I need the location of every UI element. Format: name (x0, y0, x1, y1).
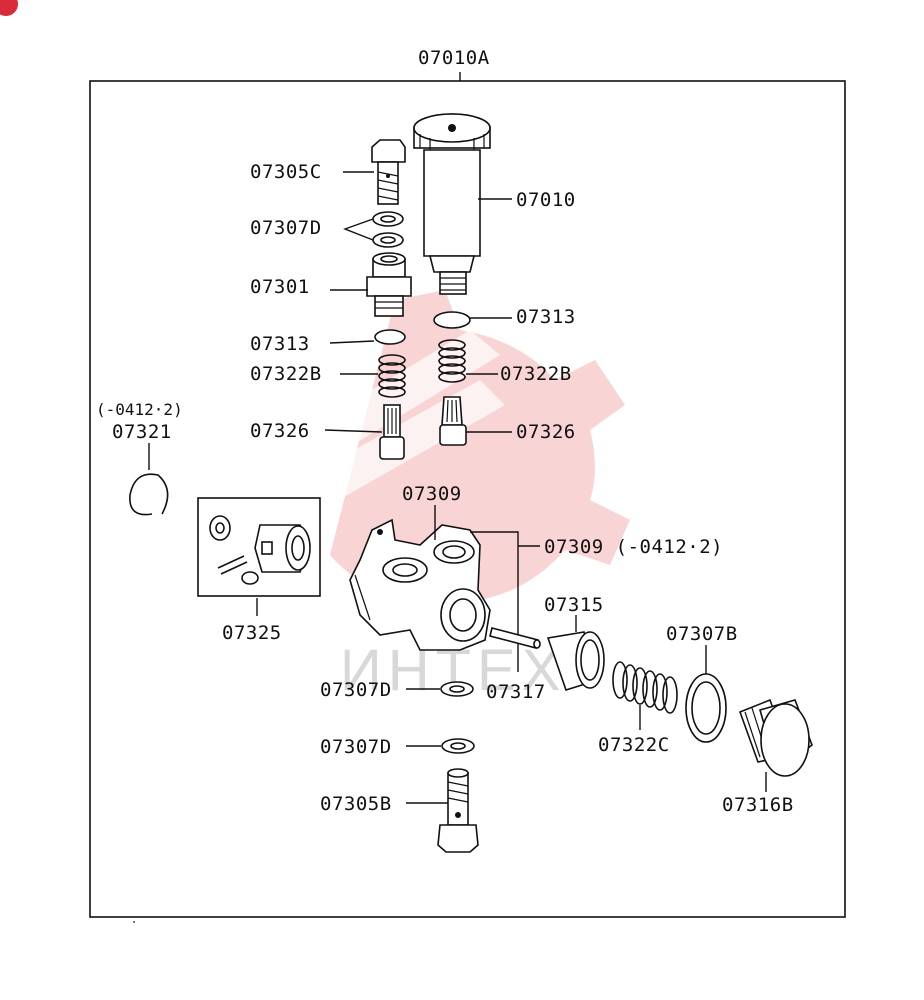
label-07309: 07309 (402, 483, 462, 505)
label-07315: 07315 (544, 594, 604, 616)
washer-lower-1-icon (440, 681, 474, 697)
o-ring-right-icon (433, 311, 471, 329)
label-07325: 07325 (222, 622, 282, 644)
label-07316B: 07316B (722, 794, 794, 816)
corner-badge-icon (0, 0, 18, 16)
label-07010: 07010 (516, 189, 576, 211)
label-07307B: 07307B (666, 623, 738, 645)
label-07317: 07317 (486, 681, 546, 703)
note-07321: (-0412·2) (96, 400, 183, 419)
label-07307D-lower2: 07307D (320, 736, 392, 758)
banjo-bolt-top-icon (371, 139, 406, 205)
snap-ring-icon (129, 473, 169, 516)
plug-icon (738, 698, 813, 777)
label-07301: 07301 (250, 276, 310, 298)
label-07313-left: 07313 (250, 333, 310, 355)
label-07313-right: 07313 (516, 306, 576, 328)
repair-kit-box (197, 497, 321, 597)
bushing-icon (546, 631, 605, 691)
assembly-frame (89, 80, 846, 918)
washer-lower-2-icon (441, 738, 475, 754)
priming-pump-icon (413, 113, 491, 295)
gasket-ring-icon (685, 673, 727, 743)
banjo-bolt-bottom-icon (437, 768, 479, 853)
washer-pair-icon (372, 211, 404, 248)
label-07326-right: 07326 (516, 421, 576, 443)
pump-body-icon (349, 518, 491, 651)
spring-horizontal-icon (612, 661, 678, 714)
label-07307D-lower1: 07307D (320, 679, 392, 701)
label-07322B-left: 07322B (250, 363, 322, 385)
check-valve-left-icon (379, 404, 405, 460)
label-07326-left: 07326 (250, 420, 310, 442)
check-valve-right-icon (439, 396, 467, 446)
pin-icon (489, 627, 541, 649)
label-07321: 07321 (112, 421, 172, 443)
spring-right-icon (438, 339, 466, 383)
valve-fitting-icon (366, 252, 412, 317)
assembly-code: 07010A (418, 47, 490, 69)
label-07322B-right: 07322B (500, 363, 572, 385)
label-07322C: 07322C (598, 734, 670, 756)
repair-kit-parts-icon (209, 515, 311, 585)
label-07309-note: 07309 (-0412·2) (544, 536, 723, 558)
o-ring-left-icon (374, 329, 406, 345)
label-07305C: 07305C (250, 161, 322, 183)
label-07307D-top: 07307D (250, 217, 322, 239)
label-07305B: 07305B (320, 793, 392, 815)
spring-left-icon (378, 354, 406, 398)
